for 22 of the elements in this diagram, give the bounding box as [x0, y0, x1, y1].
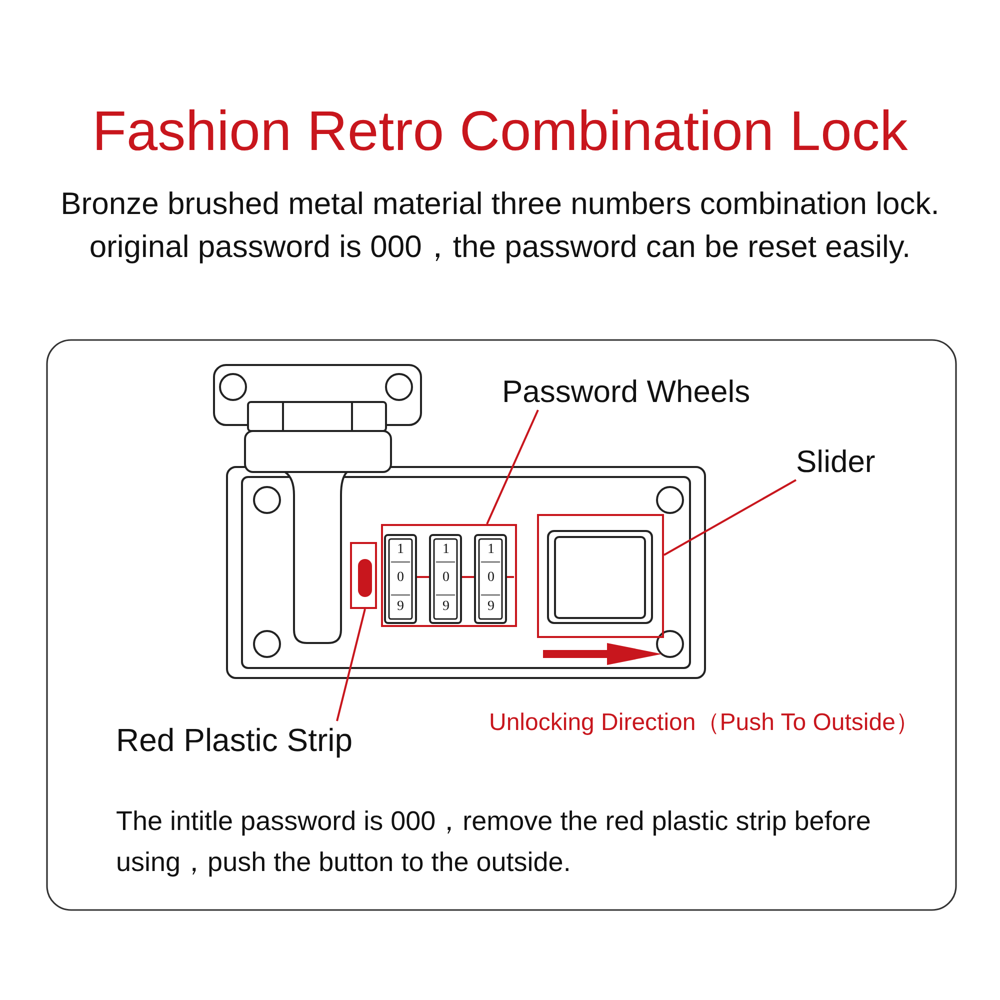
- callout-frame: [537, 514, 664, 638]
- wheel-digit: 0: [486, 570, 496, 586]
- leader-line: [486, 410, 539, 524]
- wheel-digit: 9: [442, 599, 450, 615]
- callout-frame: [350, 542, 377, 609]
- description-text: Bronze brushed metal material three numbers combination lock. original password is 000，the password can be reset easily.: [60, 185, 940, 266]
- wheel-digit: 0: [396, 570, 405, 586]
- wheel-digit: 1: [486, 542, 496, 558]
- note-text: The intitle password is 000，remove the red plastic strip before using，push the button to the outside.: [116, 805, 872, 879]
- part-label: Password Wheels: [502, 374, 750, 410]
- wheel-digit: 9: [486, 599, 496, 615]
- leader-line: [664, 479, 796, 556]
- part-label: Slider: [796, 444, 876, 480]
- wheel-digit: 9: [396, 599, 405, 615]
- title: Fashion Retro Combination Lock: [91, 98, 909, 164]
- wheel-digit: 1: [396, 542, 405, 558]
- wheel-digit: 1: [442, 542, 450, 558]
- callout-frame: [381, 524, 517, 627]
- wheel-digit: 0: [442, 570, 450, 586]
- part-label: Red Plastic Strip: [116, 721, 353, 759]
- direction-caption: Unlocking Direction（Push To Outside）: [489, 709, 920, 737]
- leader-line: [336, 608, 366, 722]
